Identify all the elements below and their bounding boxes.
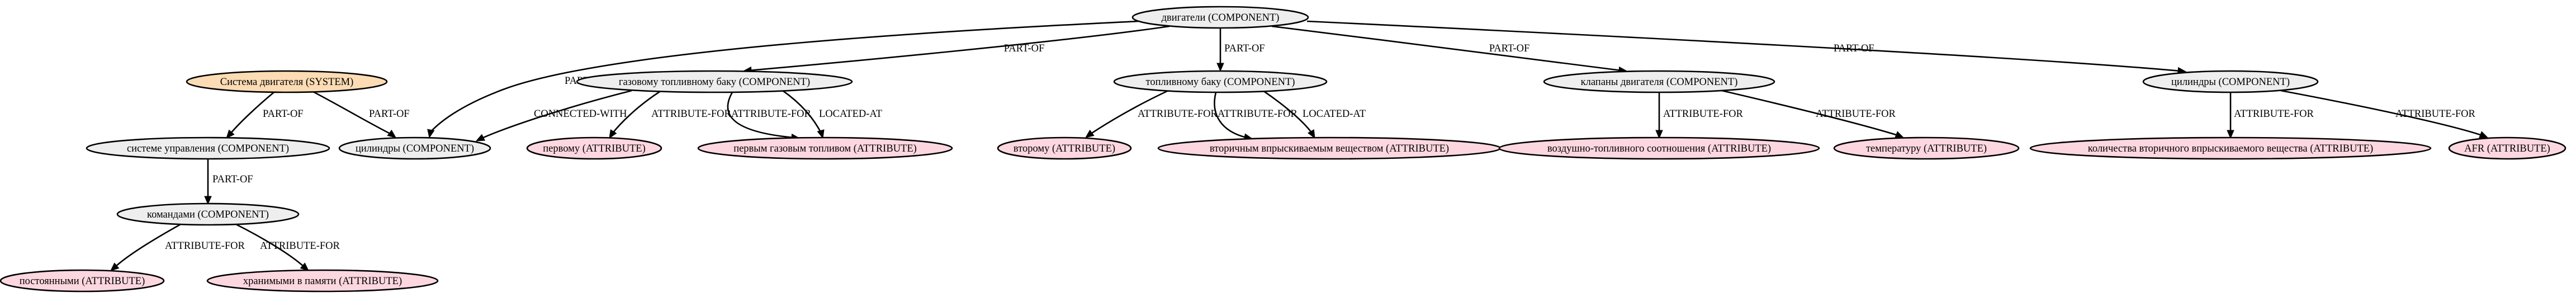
edge-label: ATTRIBUTE-FOR [165, 241, 245, 252]
node-air-fuel[interactable]: воздушно-топливного соотношения (ATTRIBU… [1499, 138, 1819, 159]
edge-label: ATTRIBUTE-FOR [651, 109, 732, 120]
edge-gas_tank-cylinders_left: CONNECTED-WITH [476, 91, 632, 141]
node-engine[interactable]: двигатели (COMPONENT) [1133, 7, 1308, 28]
node-label: температуру (ATTRIBUTE) [1866, 143, 1987, 154]
edge-fuel_tank-secondary_subst: ATTRIBUTE-FOR [1214, 92, 1298, 140]
node-label: цилиндры (COMPONENT) [356, 143, 474, 154]
edge-line [749, 26, 1169, 70]
edge-engine-fuel_tank: PART-OF [1217, 28, 1265, 71]
edge-commands-constant: ATTRIBUTE-FOR [111, 224, 245, 271]
node-label: хранимыми в памяти (ATTRIBUTE) [243, 276, 402, 287]
node-second[interactable]: второму (ATTRIBUTE) [998, 138, 1131, 159]
edge-label: ATTRIBUTE-FOR [1816, 109, 1896, 120]
node-fuel-tank[interactable]: топливному баку (COMPONENT) [1114, 71, 1327, 92]
node-control[interactable]: системе управления (COMPONENT) [87, 138, 329, 159]
edge-valves-air_fuel: ATTRIBUTE-FOR [1656, 92, 1744, 138]
edge-control-commands: PART-OF [205, 159, 253, 204]
node-label: первым газовым топливом (ATTRIBUTE) [733, 143, 917, 154]
edge-label: ATTRIBUTE-FOR [1663, 109, 1744, 120]
node-label: командами (COMPONENT) [147, 209, 269, 220]
edge-label: PART-OF [1489, 43, 1530, 54]
edge-valves-temperature: ATTRIBUTE-FOR [1722, 91, 1903, 138]
nodes-layer: двигатели (COMPONENT) газовому топливному… [1, 7, 2565, 291]
node-label: воздушно-топливного соотношения (ATTRIBU… [1547, 143, 1771, 154]
node-afr[interactable]: AFR (ATTRIBUTE) [2449, 138, 2565, 159]
edge-label: PART-OF [1224, 43, 1265, 54]
node-secondary-subst[interactable]: вторичным впрыскиваемым веществом (ATTRI… [1158, 138, 1500, 159]
arrowhead-icon [1086, 130, 1094, 138]
edge-system-cylinders_left: PART-OF [313, 92, 410, 138]
edge-label: PART-OF [212, 174, 253, 185]
edge-label: ATTRIBUTE-FOR [2395, 109, 2476, 120]
arrowhead-icon [387, 130, 396, 138]
node-label: первому (ATTRIBUTE) [543, 143, 645, 154]
edge-line [1272, 26, 1621, 70]
arrowhead-icon [2479, 131, 2488, 138]
edge-label: ATTRIBUTE-FOR [260, 241, 340, 252]
edge-gas_tank-first: ATTRIBUTE-FOR [609, 92, 732, 138]
node-label: газовому топливному баку (COMPONENT) [619, 77, 810, 88]
node-label: AFR (ATTRIBUTE) [2464, 143, 2550, 154]
edge-label: LOCATED-AT [819, 109, 882, 120]
arrowhead-icon [476, 134, 485, 141]
node-label: двигатели (COMPONENT) [1162, 12, 1280, 23]
node-temperature[interactable]: температуру (ATTRIBUTE) [1834, 138, 2019, 159]
node-first-gas[interactable]: первым газовым топливом (ATTRIBUTE) [698, 138, 952, 159]
node-valves[interactable]: клапаны двигателя (COMPONENT) [1544, 71, 1774, 92]
edge-commands-stored: ATTRIBUTE-FOR [235, 224, 340, 271]
edge-system-control: PART-OF [226, 92, 304, 138]
node-gas-tank[interactable]: газовому топливному баку (COMPONENT) [577, 71, 852, 92]
node-cylinders-right[interactable]: цилиндры (COMPONENT) [2143, 71, 2318, 92]
node-label: второму (ATTRIBUTE) [1014, 143, 1115, 154]
edge-label: ATTRIBUTE-FOR [731, 109, 812, 120]
node-label: Система двигателя (SYSTEM) [220, 77, 354, 88]
node-first[interactable]: первому (ATTRIBUTE) [527, 138, 661, 159]
edge-label: ATTRIBUTE-FOR [1138, 109, 1218, 120]
edge-label: ATTRIBUTE-FOR [1218, 109, 1298, 120]
edge-label: PART-OF [1004, 43, 1045, 54]
node-cylinders-left[interactable]: цилиндры (COMPONENT) [339, 138, 490, 159]
node-label: цилиндры (COMPONENT) [2171, 77, 2290, 88]
edge-cylinders_right-amount: ATTRIBUTE-FOR [2227, 92, 2314, 138]
node-label: постоянными (ATTRIBUTE) [20, 276, 145, 287]
edge-fuel_tank-second: ATTRIBUTE-FOR [1086, 91, 1218, 138]
node-stored[interactable]: хранимыми в памяти (ATTRIBUTE) [207, 270, 438, 291]
arrowhead-icon [1217, 63, 1224, 71]
edge-engine-valves: PART-OF [1272, 26, 1627, 74]
arrowhead-icon [609, 130, 617, 138]
edge-gas_tank-first_gas: ATTRIBUTE-FOR [728, 92, 812, 141]
edge-label: PART-OF [369, 109, 410, 120]
node-system[interactable]: Система двигателя (SYSTEM) [187, 71, 387, 92]
node-label: количества вторичного впрыскиваемого вещ… [2088, 143, 2373, 154]
edge-engine-gas_tank: PART-OF [744, 26, 1169, 74]
edge-label: PART-OF [263, 109, 304, 120]
edge-label: CONNECTED-WITH [534, 109, 627, 120]
edge-label: PART-OF [1834, 43, 1874, 54]
arrowhead-icon [428, 129, 434, 138]
node-label: топливному баку (COMPONENT) [1146, 77, 1295, 88]
edge-label: ATTRIBUTE-FOR [2234, 109, 2314, 120]
arrowhead-icon [1895, 131, 1903, 138]
node-label: вторичным впрыскиваемым веществом (ATTRI… [1210, 143, 1449, 154]
arrowhead-icon [1308, 130, 1315, 138]
node-label: клапаны двигателя (COMPONENT) [1581, 77, 1738, 88]
edge-line [1307, 21, 2180, 71]
node-constant[interactable]: постоянными (ATTRIBUTE) [1, 270, 164, 291]
node-amount[interactable]: количества вторичного впрыскиваемого вещ… [2030, 138, 2431, 159]
node-commands[interactable]: командами (COMPONENT) [117, 204, 299, 225]
node-label: системе управления (COMPONENT) [127, 143, 289, 154]
edge-label: LOCATED-AT [1303, 109, 1366, 120]
